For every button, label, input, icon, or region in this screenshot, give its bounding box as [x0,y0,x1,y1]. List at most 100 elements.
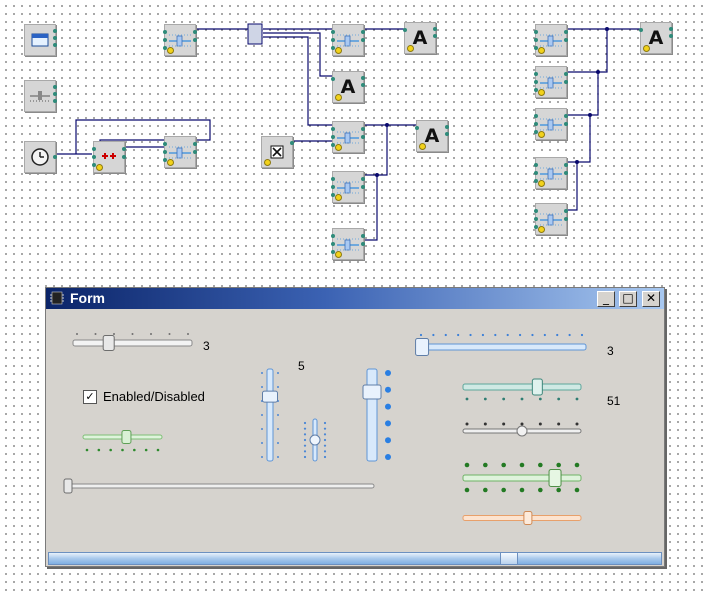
vslider-3-tick[interactable] [385,370,391,376]
vslider-3-tick[interactable] [385,454,391,460]
maximize-button[interactable]: □ [619,291,637,307]
slider-bw-tick[interactable] [538,422,542,426]
vslider-1-tick[interactable] [261,372,263,374]
slider-orange-track[interactable] [462,515,582,521]
clock-component[interactable] [24,141,57,173]
slider-green-big-tick[interactable] [519,487,525,493]
slider-green-big-tick[interactable] [556,462,561,468]
vslider-1-tick[interactable] [277,372,279,374]
slider-small-green-tick[interactable] [144,448,148,452]
scrollbar-thumb[interactable] [500,553,519,564]
vslider-1-tick[interactable] [261,456,263,458]
slider-orange-thumb[interactable] [523,511,533,525]
slider-small-green-tick[interactable] [156,448,160,452]
slider-green-big-tick[interactable] [483,487,488,493]
slider-bw-tick[interactable] [557,422,561,426]
slider-bw-tick[interactable] [465,422,469,426]
slider-top-right-track[interactable] [416,343,587,351]
label-component[interactable]: A [331,71,365,103]
slider-teal-tick[interactable] [465,397,469,401]
vslider-1-thumb[interactable] [262,390,278,403]
slider-top-right-tick[interactable] [457,333,460,337]
slider-green-big-tick[interactable] [464,487,470,493]
vslider-1-tick[interactable] [277,428,279,430]
slider-top-right-tick[interactable] [494,333,497,337]
vslider-2-tick[interactable] [323,455,327,459]
slider-green-big-tick[interactable] [538,462,543,468]
vslider-2-tick[interactable] [323,433,327,436]
slider-top-right-tick[interactable] [444,333,447,337]
slider-1-tick[interactable] [131,333,134,335]
vslider-3-tick[interactable] [385,420,391,427]
slider-small-green-tick[interactable] [85,448,89,452]
slider-1-tick[interactable] [113,333,115,335]
slider-teal-tick[interactable] [502,397,506,401]
slider-top-right-tick[interactable] [556,333,559,337]
slider-top-right-tick[interactable] [580,333,584,337]
vslider-2-tick[interactable] [303,438,307,442]
slider-green-big-tick[interactable] [464,462,470,468]
slider-1-tick[interactable] [168,333,171,335]
trackbar-block[interactable] [534,66,568,98]
slider-top-right-tick[interactable] [518,333,522,337]
slider-teal-thumb[interactable] [531,378,543,396]
vslider-2-tick[interactable] [303,433,307,436]
slider-small-green-tick[interactable] [97,448,101,452]
slider-top-right-tick[interactable] [568,333,571,337]
vslider-1-tick[interactable] [261,414,263,416]
vslider-2-tick[interactable] [323,421,327,425]
label-component[interactable]: A [403,22,437,54]
vslider-2-tick[interactable] [303,427,307,430]
trackbar-block[interactable] [331,24,365,56]
vslider-1-tick[interactable] [261,386,263,388]
slider-top-right-tick[interactable] [481,333,485,337]
slider-teal-tick[interactable] [557,397,561,401]
trackbar-block[interactable] [534,157,568,189]
slider-green-big-track[interactable] [462,474,582,482]
trackbar-block[interactable] [163,24,197,56]
counter-component[interactable] [92,141,126,173]
vslider-3-track[interactable] [366,368,378,462]
slider-teal-tick[interactable] [575,397,579,401]
vslider-1-tick[interactable] [277,442,279,444]
slider-teal-tick[interactable] [538,397,542,401]
trackbar-block[interactable] [331,121,365,153]
slider-green-big-tick[interactable] [501,462,506,468]
vslider-2-tick[interactable] [323,444,327,447]
close-button[interactable]: ✕ [642,291,660,307]
slider-green-big-tick[interactable] [519,462,525,468]
vslider-3-tick[interactable] [385,437,391,444]
slider-1-tick[interactable] [76,333,78,335]
slider-green-big-tick[interactable] [483,462,488,468]
slider-top-right-tick[interactable] [531,333,534,337]
form-window[interactable]: Form _ □ ✕ 3 5 3 51 ✓ Enabled/Disabled [45,287,665,567]
vslider-1-tick[interactable] [277,456,279,458]
slider-long-track[interactable] [65,483,375,489]
trackbar-block[interactable] [534,24,568,56]
slider-small-green-tick[interactable] [121,448,124,452]
title-bar[interactable]: Form _ □ ✕ [46,288,664,309]
vslider-1-tick[interactable] [261,428,263,430]
slider-bw-tick[interactable] [520,422,524,426]
minimize-button[interactable]: _ [597,291,615,307]
slider-1-track[interactable] [72,339,193,347]
vslider-2-tick[interactable] [303,444,307,447]
slider-1-tick[interactable] [150,333,152,335]
trackbar-block[interactable] [331,228,365,260]
vslider-2-thumb[interactable] [309,434,321,446]
vslider-2-tick[interactable] [323,427,327,430]
slider-top-right-tick[interactable] [506,333,509,337]
slider-green-big-tick[interactable] [574,487,580,493]
slider-green-big-tick[interactable] [556,487,561,493]
vslider-2-tick[interactable] [303,450,307,453]
slider-bw-tick[interactable] [575,422,579,426]
slider-teal-track[interactable] [462,383,582,391]
slider-bw-tick[interactable] [502,422,506,426]
label-component[interactable]: A [639,22,673,54]
slider-green-big-tick[interactable] [574,462,580,468]
slider-teal-tick[interactable] [483,397,487,401]
slider-1-tick[interactable] [187,333,189,335]
slider-top-right-tick[interactable] [469,333,472,337]
slider-small-green-tick[interactable] [109,448,112,452]
form-component[interactable] [24,24,57,56]
